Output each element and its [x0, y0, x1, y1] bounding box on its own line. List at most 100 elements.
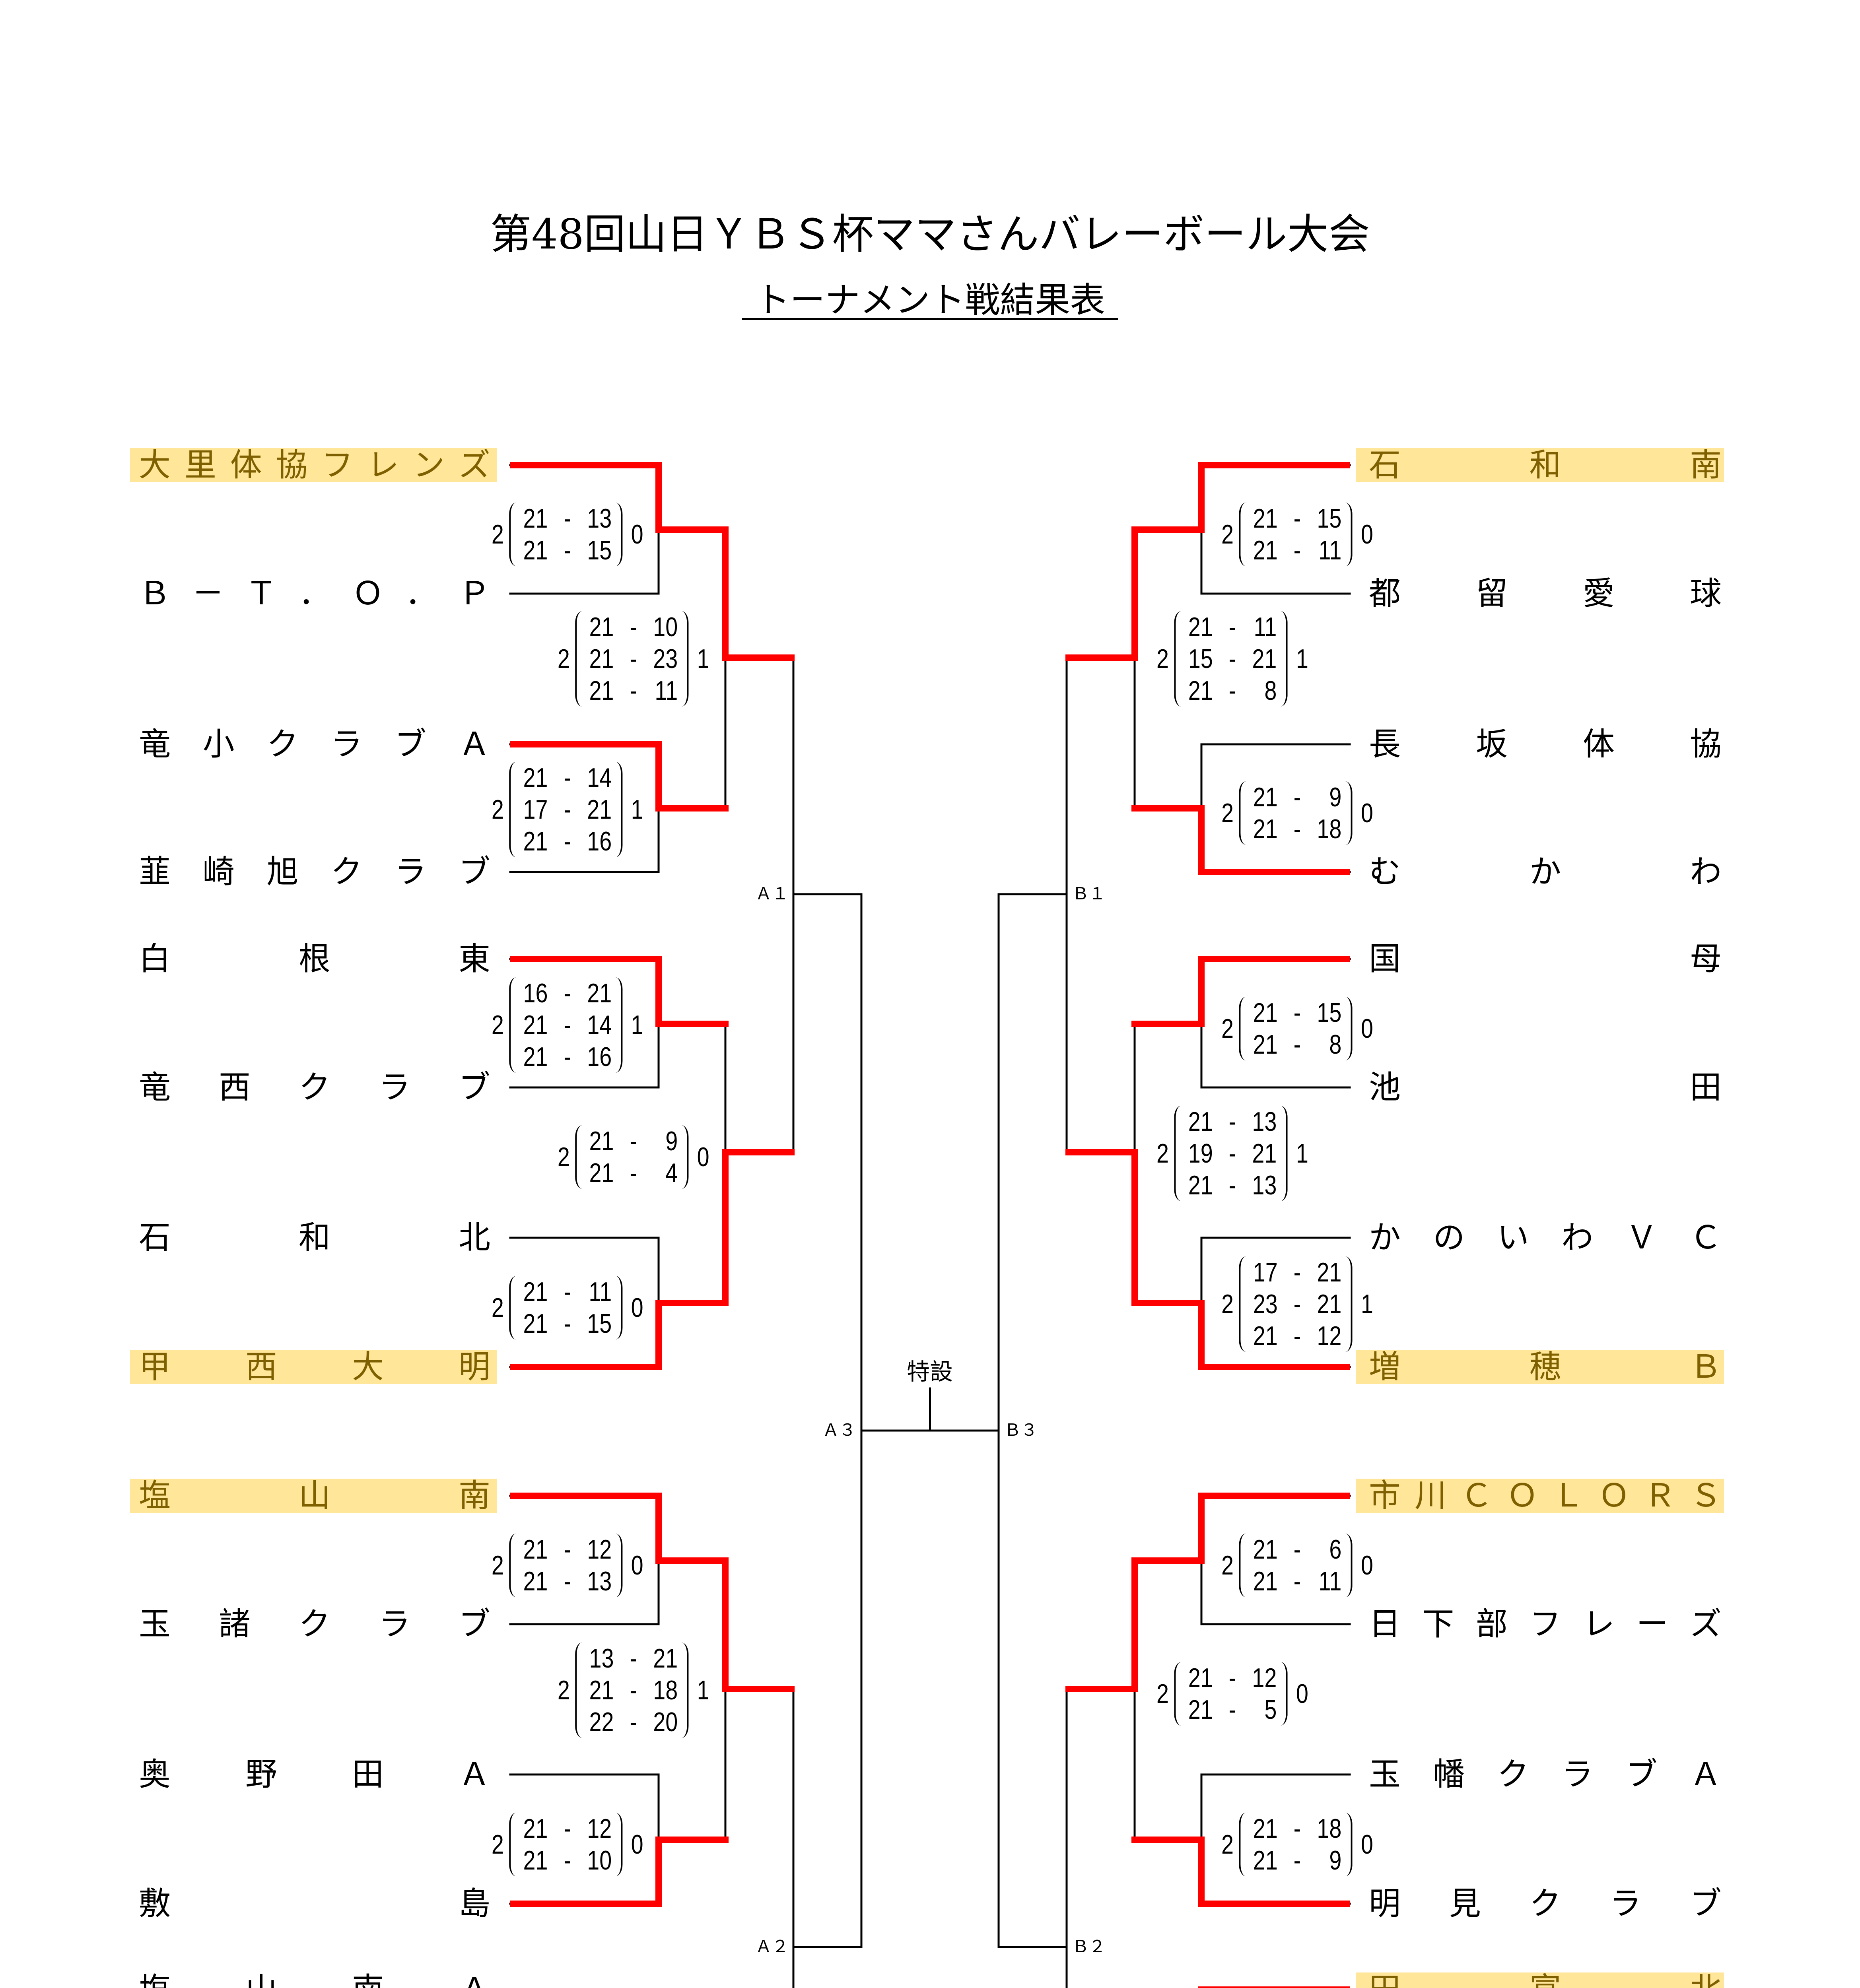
set-score-row: 21-15 — [1253, 503, 1342, 534]
set-score-row: 22-20 — [589, 1706, 678, 1738]
team-name-char: 玉 — [1369, 1756, 1401, 1793]
team-name-char: Ｖ — [1625, 1219, 1658, 1256]
block-label: Ａ１ — [755, 885, 789, 903]
set-score-b: 9 — [1329, 1845, 1342, 1875]
set-score-b: 21 — [587, 978, 612, 1008]
team-name-char: 竜 — [139, 1069, 171, 1106]
set-score-separator: - — [564, 535, 571, 565]
team-name-char: フ — [1529, 1606, 1561, 1642]
set-score-separator: - — [1293, 503, 1301, 534]
set-score-separator: - — [1293, 1534, 1301, 1565]
set-score-row: 21-15 — [1253, 997, 1342, 1029]
team-name: Ｂ－Ｔ．Ｏ．Ｐ — [130, 577, 497, 611]
sets-won-loser: 0 — [631, 1550, 643, 1580]
set-score-separator: - — [564, 1813, 571, 1844]
set-score-b: 13 — [587, 1566, 612, 1596]
set-score-b: 21 — [653, 1643, 678, 1673]
set-score-separator: - — [1228, 1695, 1236, 1725]
team-name: 池田 — [1356, 1070, 1724, 1105]
winner-path-round2 — [722, 1149, 795, 1306]
team-name-char: Ｏ — [352, 575, 384, 612]
team-name-char: 都 — [1369, 575, 1401, 612]
set-score-row: 21-16 — [523, 1041, 612, 1073]
team-name-char: 田 — [1369, 1974, 1401, 1988]
set-score-separator: - — [564, 1845, 571, 1875]
set-score-row: 21-11 — [1253, 534, 1342, 566]
sets-won-winner: 2 — [1221, 1550, 1234, 1580]
set-score-a: 21 — [1188, 676, 1213, 706]
team-name-char: ラ — [379, 1606, 410, 1642]
winner-path-round1 — [510, 1837, 729, 1907]
set-score-a: 16 — [523, 978, 548, 1008]
sets-won-winner: 2 — [1156, 1138, 1169, 1169]
team-name: 都留愛球 — [1356, 577, 1724, 611]
set-score-a: 21 — [523, 1042, 548, 1072]
team-name-char: 球 — [1690, 575, 1722, 612]
team-name-char: Ｐ — [459, 575, 490, 612]
team-name-char: 坂 — [1476, 726, 1508, 763]
semifinal-label: Ｂ３ — [1004, 1421, 1038, 1440]
team-name-char: Ａ — [459, 1756, 490, 1793]
team-name-char: 愛 — [1583, 575, 1615, 612]
set-score-separator: - — [1293, 1289, 1301, 1319]
set-score-row: 21-6 — [1253, 1534, 1342, 1565]
sets-won-winner: 2 — [1156, 644, 1169, 674]
team-name-char: Ｌ — [1552, 1477, 1584, 1514]
set-score-b: 14 — [587, 763, 612, 793]
set-score-separator: - — [630, 1675, 637, 1705]
team-name-char: 体 — [1583, 726, 1615, 763]
sets-won-winner: 2 — [1221, 1289, 1234, 1319]
team-name-char: 市 — [1369, 1477, 1401, 1514]
set-score-row: 19-21 — [1188, 1138, 1277, 1169]
winner-path-round2 — [1065, 1149, 1138, 1306]
set-score-b: 21 — [1317, 1289, 1342, 1319]
team-name-char: ズ — [1690, 1606, 1722, 1642]
set-score-row: 21-5 — [1188, 1694, 1277, 1726]
set-score-a: 21 — [1188, 1170, 1213, 1200]
set-score-b: 15 — [1317, 503, 1342, 534]
team-name-char: 大 — [352, 1348, 384, 1385]
sets-won-loser: 0 — [1361, 1013, 1373, 1044]
set-score-a: 21 — [523, 826, 548, 856]
team-name-char: Ａ — [1689, 1756, 1722, 1793]
set-score-a: 21 — [1253, 782, 1278, 812]
team-name-char: Ｔ — [245, 575, 277, 612]
set-score-separator: - — [1228, 1170, 1236, 1200]
team-name-char: 明 — [459, 1348, 490, 1385]
set-score-a: 23 — [1253, 1289, 1278, 1319]
team-name-char: ラ — [395, 853, 427, 890]
block-label: Ａ２ — [755, 1938, 789, 1956]
set-score-row: 21-16 — [523, 825, 612, 857]
set-score-row: 21-11 — [1188, 611, 1277, 643]
set-score-b: 21 — [1252, 1138, 1277, 1169]
sets-won-loser: 1 — [697, 1675, 709, 1705]
set-score-row: 21-15 — [523, 1308, 612, 1340]
set-score-a: 21 — [523, 1010, 548, 1040]
sets-won-loser: 1 — [1361, 1289, 1373, 1319]
set-score-b: 14 — [587, 1010, 612, 1040]
team-name-char: 玉 — [139, 1606, 171, 1642]
team-name-char: 見 — [1449, 1885, 1481, 1922]
sets-won-winner: 2 — [492, 519, 504, 549]
set-score-a: 21 — [523, 503, 548, 534]
set-score-separator: - — [564, 794, 571, 825]
team-name-char: 南 — [352, 1974, 384, 1988]
set-score-a: 21 — [1253, 998, 1278, 1028]
sets-won-winner: 2 — [492, 1010, 504, 1040]
team-name-char: 西 — [219, 1069, 251, 1106]
team-name-char: 南 — [1690, 447, 1722, 483]
